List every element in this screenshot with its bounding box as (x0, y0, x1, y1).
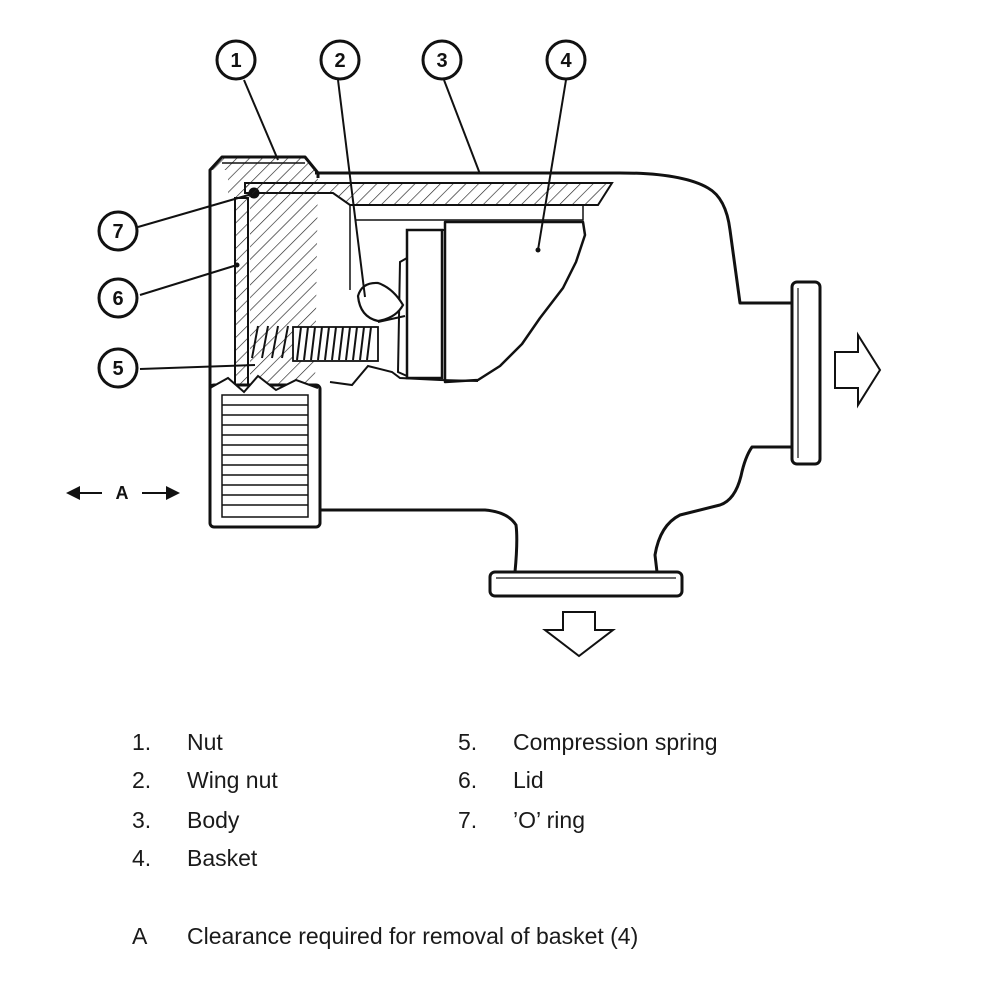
right-flange (790, 280, 822, 466)
callout-1: 1 (215, 39, 257, 81)
callout-3: 3 (421, 39, 463, 81)
svg-text:4: 4 (560, 50, 572, 72)
basket-end-plate (405, 228, 444, 380)
callout-5: 5 (97, 347, 139, 389)
leader-lines (137, 79, 567, 370)
drain-flow-arrow (542, 611, 616, 658)
note-text: Clearance required for removal of basket… (187, 923, 639, 949)
basket (443, 220, 587, 384)
callout-6: 6 (97, 277, 139, 319)
bottom-flange (488, 570, 684, 598)
outlet-flow-arrow (834, 331, 882, 409)
compression-spring (251, 315, 406, 362)
svg-text:5: 5 (112, 358, 123, 380)
dimension-a-arrows (66, 486, 180, 500)
parts-legend: 1. Nut 2. Wing nut 3. Body 4. Basket 5. … (132, 729, 718, 871)
knurl-lines (222, 404, 308, 506)
body-outline (315, 171, 794, 574)
callout-7: 7 (97, 210, 139, 252)
svg-text:6: 6 (112, 288, 123, 310)
svg-text:3: 3 (436, 50, 447, 72)
dimension-a-label: A (116, 483, 129, 503)
lid (234, 197, 249, 389)
svg-text:2: 2 (334, 50, 345, 72)
note-key: A (132, 923, 148, 949)
strainer-diagram: A 1 2 3 4 5 6 7 (66, 39, 882, 658)
callout-2: 2 (319, 39, 361, 81)
svg-text:7: 7 (112, 221, 123, 243)
wing-nut (356, 281, 405, 323)
callout-4: 4 (545, 39, 587, 81)
svg-text:1: 1 (230, 50, 241, 72)
nut-cap (210, 157, 318, 390)
